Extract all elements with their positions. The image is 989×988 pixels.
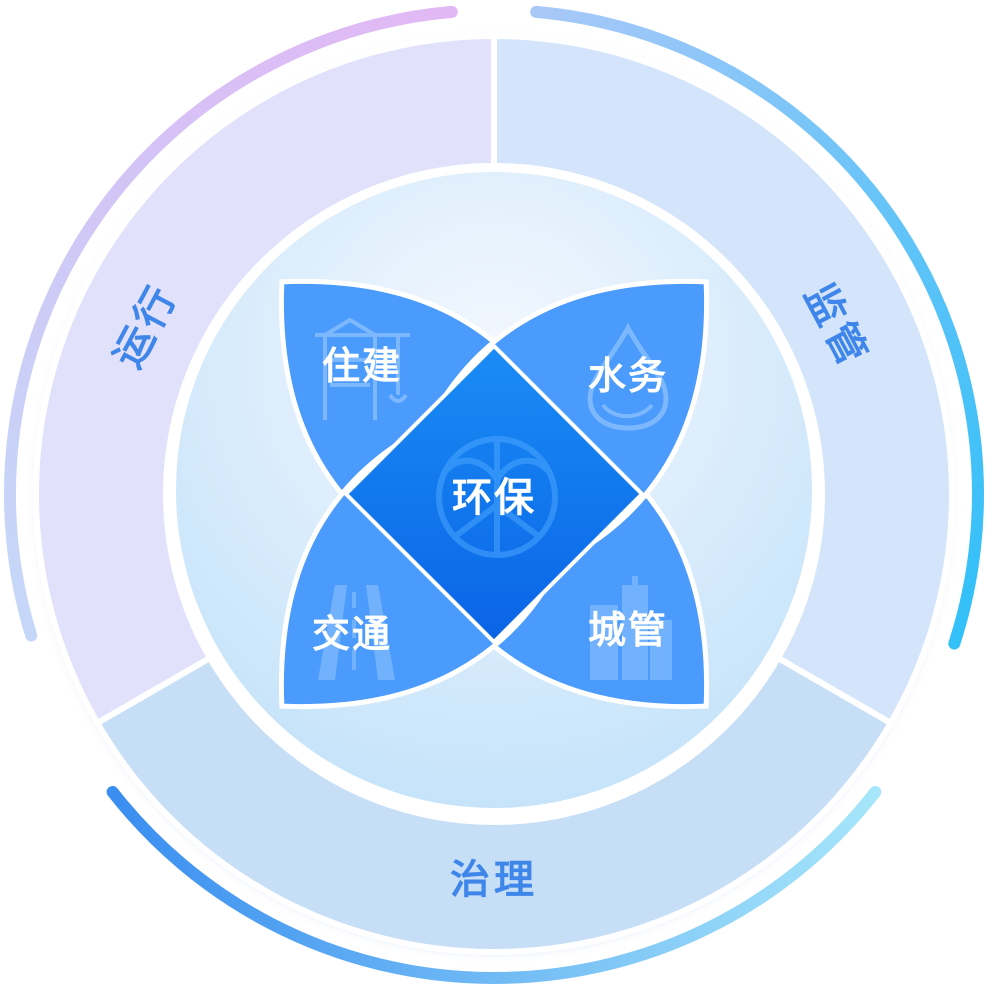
supervision-arc bbox=[530, 5, 984, 650]
operation-arc bbox=[4, 5, 458, 642]
road-icon bbox=[318, 585, 395, 680]
petal-label-city: 城管 bbox=[588, 608, 668, 652]
eco-leaf-icon bbox=[436, 436, 558, 558]
segment-label-governance: 治理 bbox=[450, 857, 538, 903]
center-label: 环保 bbox=[452, 475, 536, 521]
governance-arc bbox=[106, 785, 882, 984]
petal-label-traffic: 交通 bbox=[312, 612, 392, 656]
petal-label-water: 水务 bbox=[588, 354, 668, 398]
buildings-icon bbox=[590, 576, 672, 680]
petal-label-housing: 住建 bbox=[322, 344, 402, 388]
water-drop-icon bbox=[587, 322, 669, 431]
crane-icon bbox=[315, 317, 410, 420]
segment-governance bbox=[93, 653, 895, 955]
segment-operation bbox=[33, 32, 497, 728]
